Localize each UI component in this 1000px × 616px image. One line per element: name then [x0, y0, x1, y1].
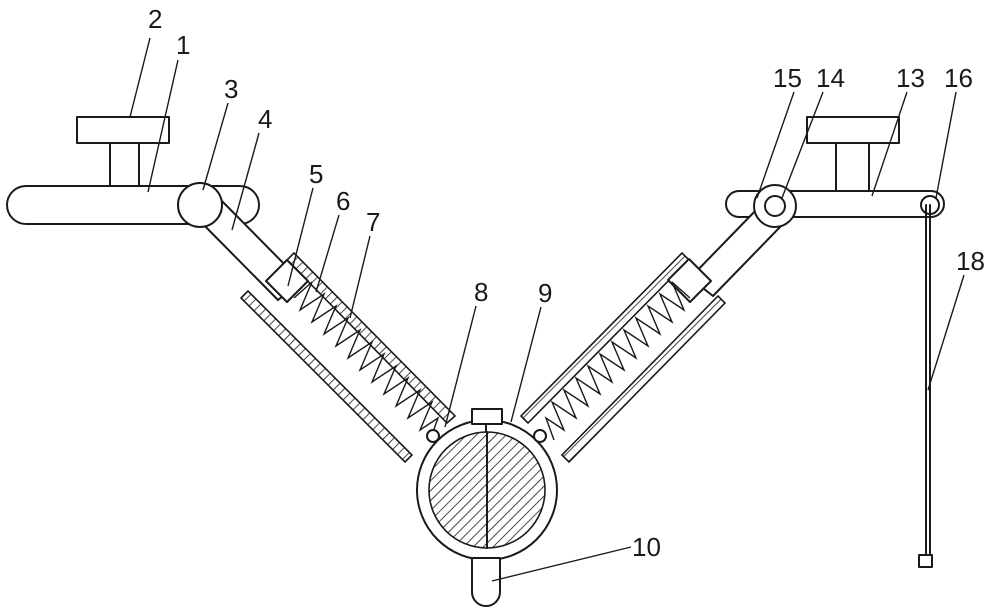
- callout-8: 8: [474, 277, 488, 307]
- callout-15: 15: [773, 63, 802, 93]
- pull-cord: [918, 204, 933, 568]
- right-spring: [544, 281, 691, 441]
- callout-10: 10: [632, 532, 661, 562]
- callout-14: 14: [816, 63, 845, 93]
- callout-3: 3: [224, 74, 238, 104]
- right-spring-housing: [519, 251, 727, 464]
- callout-16: 16: [944, 63, 973, 93]
- callout-4: 4: [258, 104, 272, 134]
- callout-6: 6: [336, 186, 350, 216]
- callout-13: 13: [896, 63, 925, 93]
- left-mount-block: [76, 116, 170, 187]
- right-pivot-joint: [753, 184, 797, 228]
- callout-1: 1: [176, 30, 190, 60]
- callout-5: 5: [309, 159, 323, 189]
- bottom-handle: [471, 557, 501, 607]
- callout-9: 9: [538, 278, 552, 308]
- clamped-pipe: [428, 431, 546, 549]
- leader-lines: [129, 37, 965, 582]
- callout-7: 7: [366, 207, 380, 237]
- right-mount-block: [806, 116, 900, 192]
- callout-18: 18: [956, 246, 985, 276]
- callout-2: 2: [148, 4, 162, 34]
- side-lugs: [426, 429, 547, 443]
- left-spring-housing: [239, 251, 457, 464]
- left-pivot-joint: [177, 182, 223, 228]
- left-spring: [293, 281, 440, 441]
